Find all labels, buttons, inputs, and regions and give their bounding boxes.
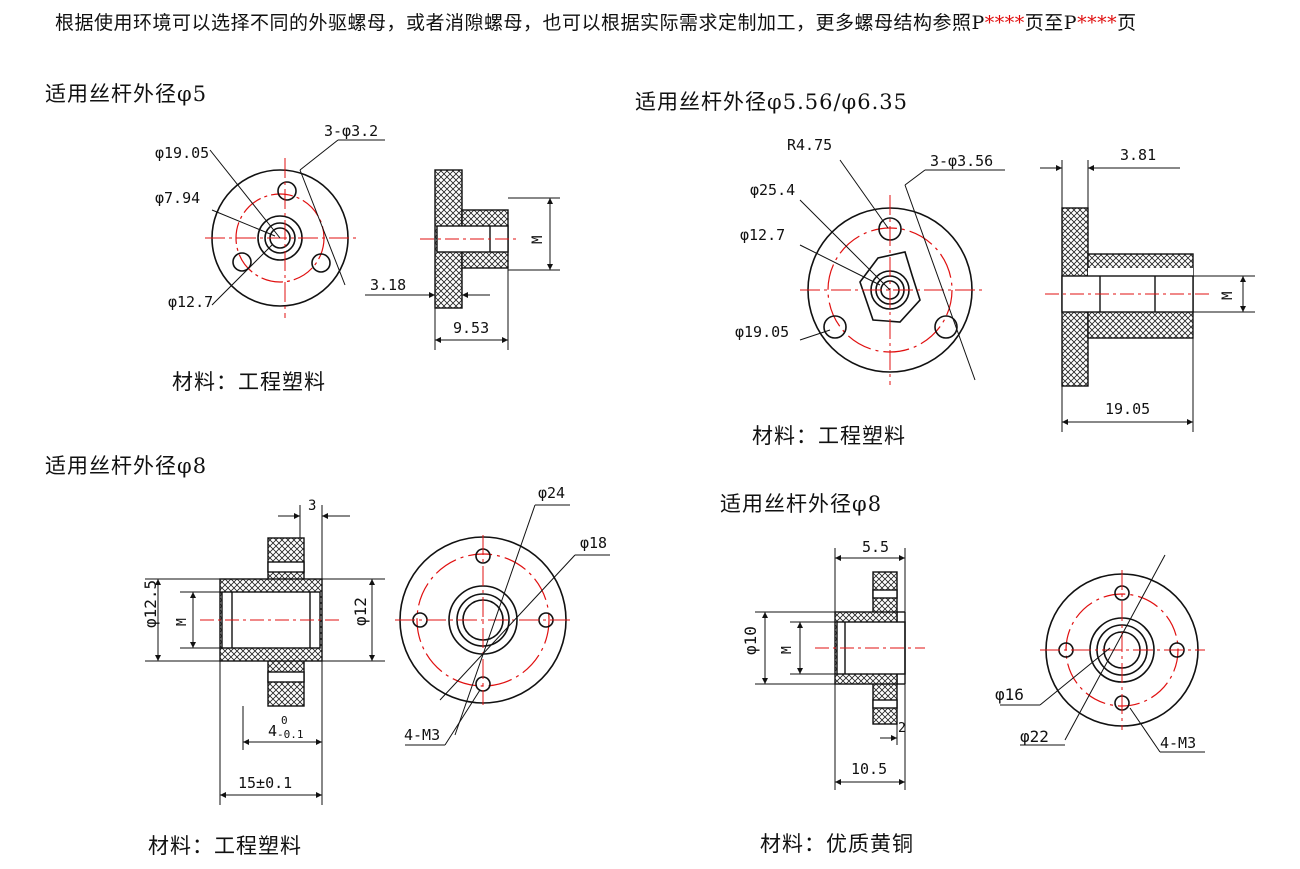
panel-3-dim-flange: 3 (308, 498, 316, 514)
panel-2-front-view (799, 159, 1005, 385)
panel-1-title: 适用丝杆外径φ5 (45, 82, 208, 106)
panel-4-material: 材料：优质黄铜 (760, 832, 914, 856)
panel-1-material: 材料：工程塑料 (172, 370, 326, 394)
panel-4-side-view (755, 548, 925, 790)
panel-1-front-view (205, 139, 385, 318)
panel-1-dim-inner-diameter: φ7.94 (155, 189, 200, 207)
header-note-text-mid: 页至P (1024, 12, 1078, 34)
panel-1-dim-pcd: φ12.7 (168, 293, 213, 311)
panel-2-dim-flange: 3.81 (1120, 146, 1156, 164)
panel-2-dim-pcd: φ19.05 (735, 323, 789, 341)
panel-4-title: 适用丝杆外径φ8 (720, 492, 883, 516)
panel-2-dim-holes: 3-φ3.56 (930, 152, 993, 170)
panel-3-dim-outer-diameter: φ24 (538, 484, 565, 502)
panel-4-dim-step: 2 (898, 721, 906, 736)
panel-3-dim-body-diameter: φ12.5 (141, 580, 160, 628)
panel-3-dim-pcd: φ18 (580, 534, 607, 552)
panel-3-dim-boss-diameter: φ12 (351, 597, 370, 626)
panel-2-dim-inner-diameter: φ12.7 (740, 226, 785, 244)
panel-1-dim-thread: M (530, 236, 546, 244)
panel-3-front-view (395, 504, 610, 746)
panel-2-dim-outer-diameter: φ25.4 (750, 181, 795, 199)
panel-1-dim-outer-diameter: φ19.05 (155, 144, 209, 162)
header-note-mark-1: **** (984, 12, 1025, 34)
panel-4-dim-length: 10.5 (851, 760, 887, 778)
panel-2-dim-radius: R4.75 (787, 136, 832, 154)
panel-3-dim-length: 15±0.1 (238, 774, 292, 792)
panel-3-dim-flange-base: 4 (268, 722, 277, 740)
panel-3-dim-tol-lower: -0.1 (277, 728, 304, 741)
panel-1-side-view (365, 169, 560, 350)
panel-2-title: 适用丝杆外径φ5.56/φ6.35 (635, 90, 908, 114)
panel-4-dim-body-diameter: φ10 (741, 626, 760, 655)
panel-4-dim-flange: 5.5 (862, 538, 889, 556)
header-note-text-after: 页 (1117, 12, 1137, 34)
panel-3-dim-thread: M (175, 618, 190, 626)
header-note: 根据使用环境可以选择不同的外驱螺母，或者消隙螺母，也可以根据实际需求定制加工，更… (55, 8, 1137, 35)
panel-4-dim-outer-diameter: φ22 (1020, 727, 1049, 746)
panel-3-title: 适用丝杆外径φ8 (45, 454, 208, 478)
panel-4-dim-holes: 4-M3 (1160, 734, 1196, 752)
panel-3-dim-holes: 4-M3 (404, 726, 440, 744)
panel-1-dim-holes: 3-φ3.2 (324, 122, 378, 140)
header-note-mark-2: **** (1077, 12, 1118, 34)
panel-3-material: 材料：工程塑料 (148, 834, 302, 858)
panel-2-dim-thread: M (1220, 292, 1236, 300)
header-note-text-before: 根据使用环境可以选择不同的外驱螺母，或者消隙螺母，也可以根据实际需求定制加工，更… (55, 12, 985, 34)
panel-4-dim-thread: M (780, 646, 795, 654)
panel-4-dim-pcd: φ16 (995, 685, 1024, 704)
panel-2-dim-length: 19.05 (1105, 400, 1150, 418)
panel-4-front-view (1000, 554, 1205, 753)
panel-1-dim-length: 9.53 (453, 319, 489, 337)
panel-3-side-view (145, 505, 385, 805)
panel-2-side-view (1040, 160, 1255, 432)
panel-1-dim-flange: 3.18 (370, 276, 406, 294)
panel-3-dim-tol-upper: 0 (281, 714, 288, 727)
panel-2-material: 材料：工程塑料 (752, 424, 906, 448)
